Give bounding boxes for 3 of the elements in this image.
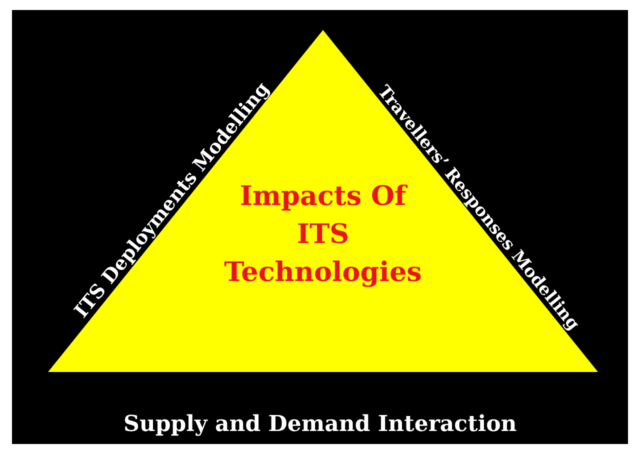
- triangle-shape: [46, 28, 600, 374]
- side-label: Supply and Demand Interaction: [124, 411, 517, 437]
- center-title: Impacts Of ITS Technologies: [223, 180, 423, 290]
